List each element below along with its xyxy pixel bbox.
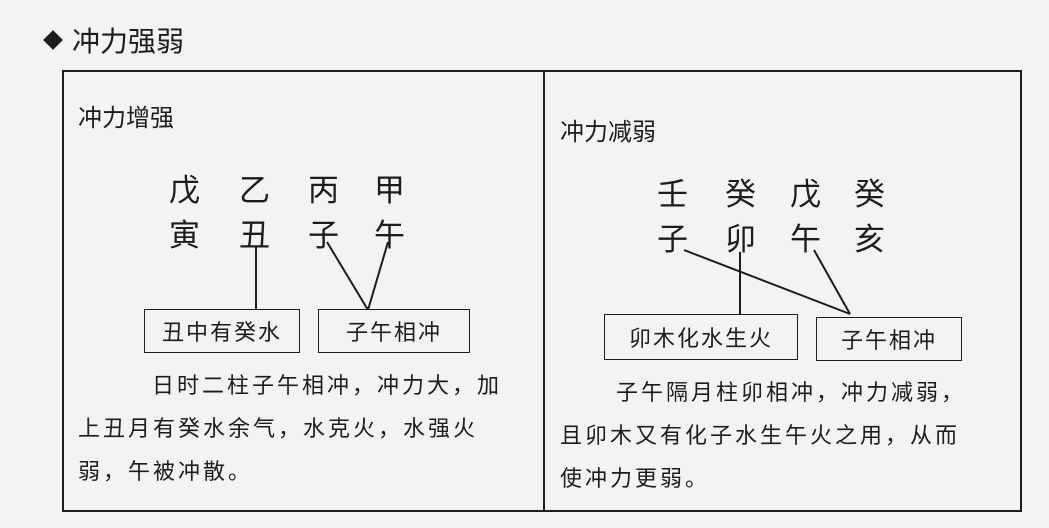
stem-2: 乙 <box>239 173 270 209</box>
stem-3: 丙 <box>308 173 339 209</box>
branch-2: 卯 <box>725 222 756 258</box>
stem-4: 癸 <box>854 177 885 213</box>
stem-1: 壬 <box>657 177 688 213</box>
branch-3: 午 <box>790 222 821 258</box>
branch-1: 寅 <box>169 218 200 254</box>
desc-line-1: 子午隔月柱卯相冲，冲力减弱， <box>616 381 967 406</box>
section-heading-text: 冲力强弱 <box>72 25 185 58</box>
panel-title: 冲力减弱 <box>560 118 656 146</box>
note-box: 丑中有癸水 <box>144 309 300 353</box>
connector-lines <box>683 249 851 315</box>
desc-line-2: 上丑月有癸水余气，水克火，水强火 <box>78 417 479 442</box>
desc-line-3: 弱，午被冲散。 <box>78 460 254 485</box>
desc-line-2: 且卯木又有化子水生午火之用，从而 <box>560 424 961 449</box>
stem-4: 甲 <box>374 173 405 209</box>
branch-2: 丑 <box>239 218 270 254</box>
branch-4: 午 <box>374 218 405 254</box>
section-heading: 冲力强弱 <box>40 20 184 60</box>
stem-3: 戊 <box>790 177 821 213</box>
comparison-frame: 冲力增强 戊 乙 丙 甲 寅 丑 子 午 丑中有癸水 子午相冲 日时二柱子午相冲… <box>62 70 1022 512</box>
stem-1: 戊 <box>169 173 200 209</box>
desc-line-3: 使冲力更弱。 <box>560 467 711 492</box>
clash-box: 子午相冲 <box>816 317 962 361</box>
panel-decrease: 冲力减弱 壬 癸 戊 癸 子 卯 午 亥 卯木化水生火 子午相冲 子午隔月柱卯相… <box>544 70 1022 512</box>
diamond-bullet-icon <box>43 30 63 50</box>
panel-increase: 冲力增强 戊 乙 丙 甲 寅 丑 子 午 丑中有癸水 子午相冲 日时二柱子午相冲… <box>62 70 544 512</box>
note-box: 卯木化水生火 <box>604 314 798 360</box>
branch-4: 亥 <box>854 222 885 258</box>
clash-box: 子午相冲 <box>318 309 470 353</box>
stem-2: 癸 <box>725 177 756 213</box>
branch-3: 子 <box>308 218 339 254</box>
connector-lines <box>255 241 389 311</box>
desc-line-1: 日时二柱子午相冲，冲力大，加 <box>152 374 503 399</box>
panel-title: 冲力增强 <box>78 104 174 132</box>
branch-1: 子 <box>657 222 688 258</box>
frame-outline <box>62 70 1022 512</box>
